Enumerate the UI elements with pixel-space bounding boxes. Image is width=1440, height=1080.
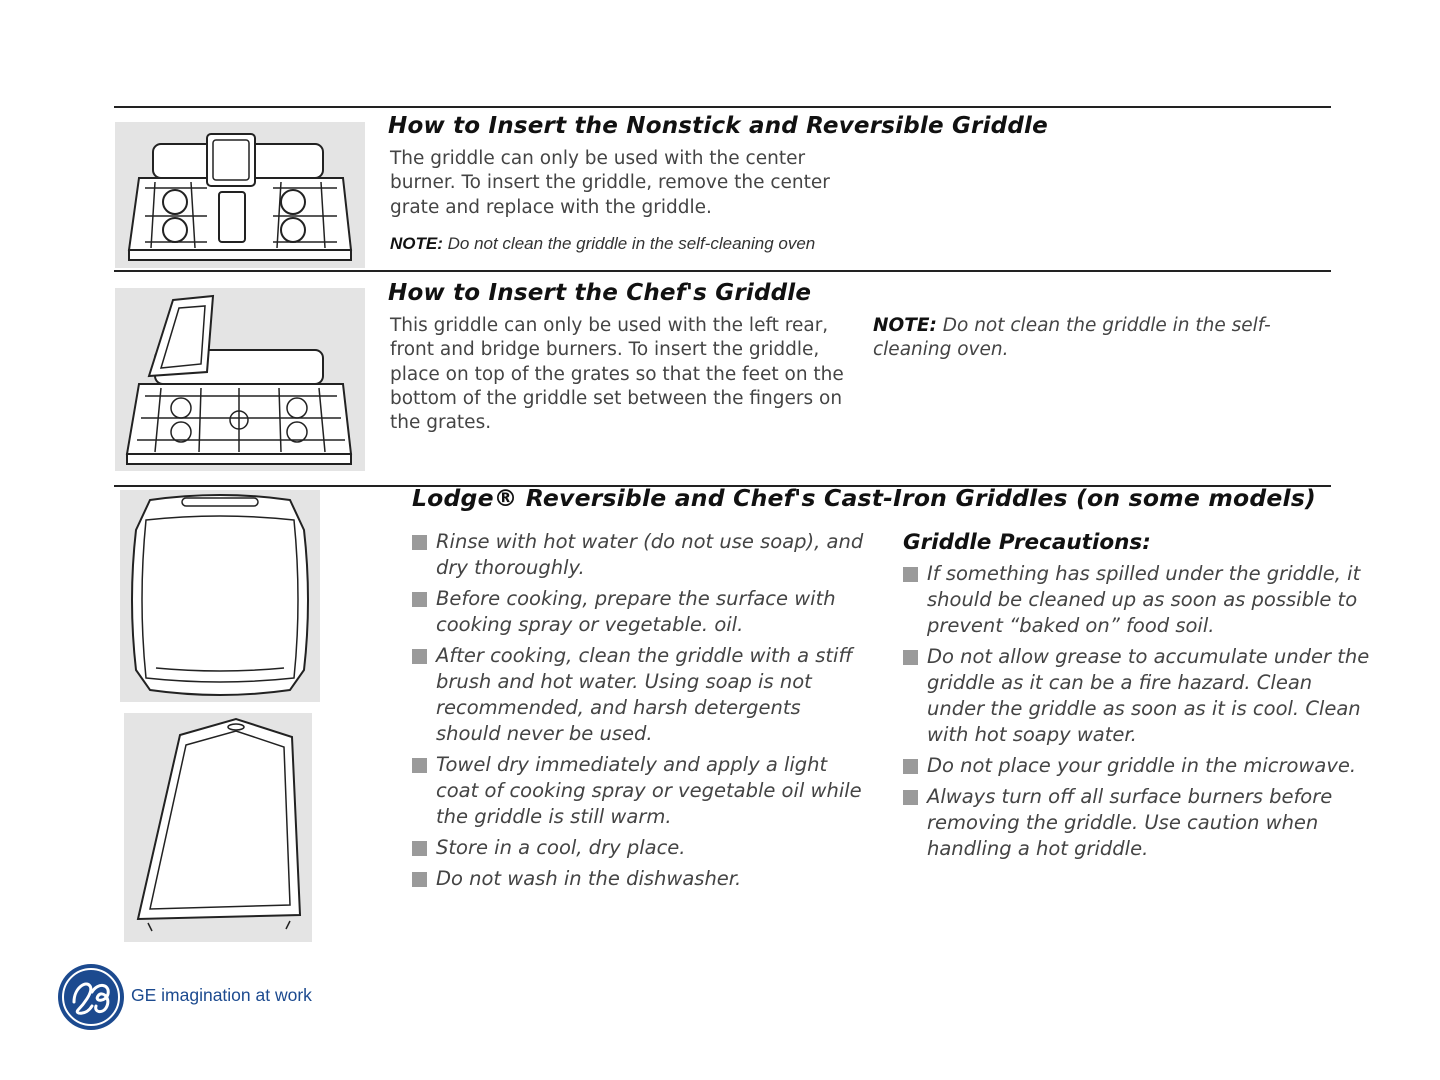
section-title-nonstick-griddle: How to Insert the Nonstick and Reversibl… — [388, 113, 1048, 139]
list-item: Towel dry immediately and apply a light … — [412, 752, 870, 830]
griddle-precautions-list: If something has spilled under the gridd… — [903, 561, 1373, 862]
range-center-griddle-illustration — [115, 122, 365, 268]
bullet-square-icon — [412, 649, 427, 664]
divider-middle — [114, 270, 1331, 272]
nonstick-griddle-note: NOTE: Do not clean the griddle in the se… — [390, 234, 815, 254]
chefs-griddle-note: NOTE: Do not clean the griddle in the se… — [873, 314, 1333, 362]
bullet-square-icon — [903, 790, 918, 805]
chefs-cast-iron-griddle-illustration — [124, 713, 312, 942]
section-title-cast-iron-griddles: Lodge® Reversible and Chef's Cast-Iron G… — [412, 484, 1316, 512]
list-item: Do not place your griddle in the microwa… — [903, 753, 1373, 779]
cast-iron-care-list: Rinse with hot water (do not use soap), … — [412, 529, 870, 892]
ge-logo-icon — [56, 962, 126, 1032]
griddle-precautions-heading: Griddle Precautions: — [903, 530, 1151, 555]
ge-tagline: GE imagination at work — [131, 985, 312, 1005]
bullet-square-icon — [903, 650, 918, 665]
list-item: Always turn off all surface burners befo… — [903, 784, 1373, 862]
note-text: Do not clean the griddle in the self-cle… — [873, 315, 1271, 360]
bullet-square-icon — [903, 759, 918, 774]
reversible-griddle-drawing — [131, 494, 309, 696]
range-center-griddle-drawing — [127, 133, 353, 261]
section-title-chefs-griddle: How to Insert the Chef's Griddle — [388, 280, 812, 306]
note-text: Do not clean the griddle in the self-cle… — [447, 234, 816, 253]
range-chefs-griddle-illustration — [115, 288, 365, 471]
reversible-griddle-illustration — [120, 490, 320, 702]
note-label: NOTE: — [873, 315, 937, 336]
nonstick-griddle-instructions: The griddle can only be used with the ce… — [390, 148, 830, 218]
list-item: Before cooking, prepare the surface with… — [412, 586, 870, 638]
list-item: If something has spilled under the gridd… — [903, 561, 1373, 639]
bullet-square-icon — [412, 758, 427, 773]
divider-lower — [114, 485, 1331, 487]
bullet-square-icon — [412, 535, 427, 550]
list-item: After cooking, clean the griddle with a … — [412, 643, 870, 747]
bullet-square-icon — [903, 567, 918, 582]
bullet-square-icon — [412, 872, 427, 887]
note-label: NOTE: — [390, 234, 443, 253]
divider-top — [114, 106, 1331, 108]
bullet-square-icon — [412, 592, 427, 607]
chefs-griddle-instructions: This griddle can only be used with the l… — [390, 315, 844, 434]
range-chefs-griddle-drawing — [125, 294, 353, 465]
list-item: Store in a cool, dry place. — [412, 835, 870, 861]
list-item: Rinse with hot water (do not use soap), … — [412, 529, 870, 581]
chefs-cast-iron-griddle-drawing — [136, 717, 302, 932]
list-item: Do not wash in the dishwasher. — [412, 866, 870, 892]
list-item: Do not allow grease to accumulate under … — [903, 644, 1373, 748]
bullet-square-icon — [412, 841, 427, 856]
